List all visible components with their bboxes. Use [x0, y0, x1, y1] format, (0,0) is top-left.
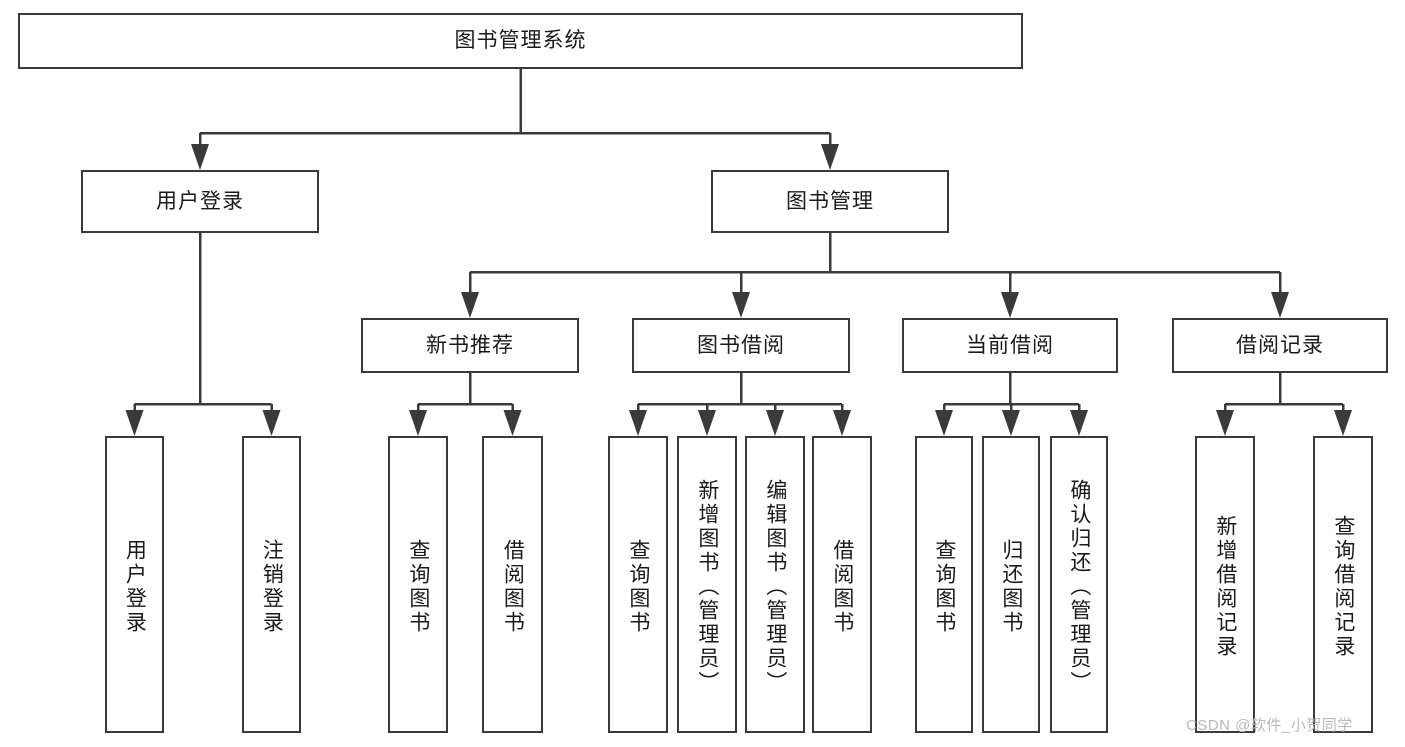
node-label: 编辑图书（管理员） — [763, 478, 787, 695]
node-label: 查询图书 — [406, 538, 430, 635]
arrowhead-icon — [935, 410, 953, 436]
node-label: 新增图书（管理员） — [695, 478, 719, 695]
node-l_rc_add[interactable]: 新增借阅记录 — [1195, 436, 1255, 733]
arrowhead-icon — [125, 410, 144, 436]
node-l_bw_edit[interactable]: 编辑图书（管理员） — [745, 436, 805, 733]
node-l_cb_confirm[interactable]: 确认归还（管理员） — [1050, 436, 1108, 733]
node-l_bw_add[interactable]: 新增图书（管理员） — [677, 436, 737, 733]
node-label: 借阅图书 — [830, 538, 854, 635]
node-borrow[interactable]: 图书借阅 — [632, 318, 850, 373]
arrowhead-icon — [461, 292, 479, 318]
arrowhead-icon — [409, 410, 427, 436]
arrowhead-icon — [833, 410, 851, 436]
node-l_nb_query[interactable]: 查询图书 — [388, 436, 448, 733]
arrowhead-icon — [821, 144, 839, 170]
node-l_cb_return[interactable]: 归还图书 — [982, 436, 1040, 733]
arrowhead-icon — [1070, 410, 1088, 436]
node-label: 当前借阅 — [966, 333, 1054, 357]
node-label: 归还图书 — [999, 538, 1023, 635]
node-label: 确认归还（管理员） — [1067, 478, 1091, 695]
arrowhead-icon — [1002, 410, 1020, 436]
node-label: 查询图书 — [626, 538, 650, 635]
node-l_nb_borrow[interactable]: 借阅图书 — [482, 436, 543, 733]
node-l_userlogin[interactable]: 用户登录 — [105, 436, 164, 733]
node-l_bw_query[interactable]: 查询图书 — [608, 436, 668, 733]
node-l_rc_query[interactable]: 查询借阅记录 — [1313, 436, 1373, 733]
arrowhead-icon — [503, 410, 522, 436]
node-label: 新书推荐 — [426, 333, 514, 357]
arrowhead-icon — [1216, 410, 1234, 436]
watermark: CSDN @软件_小贺同学 — [1186, 717, 1353, 734]
node-label: 图书管理 — [786, 189, 874, 213]
node-label: 查询图书 — [932, 538, 956, 635]
node-l_logout[interactable]: 注销登录 — [242, 436, 301, 733]
arrowhead-icon — [1271, 292, 1289, 318]
node-label: 查询借阅记录 — [1331, 514, 1355, 659]
arrowhead-icon — [262, 410, 281, 436]
node-label: 图书管理系统 — [454, 29, 587, 53]
node-root[interactable]: 图书管理系统 — [18, 13, 1023, 69]
node-label: 注销登录 — [260, 538, 284, 635]
node-label: 用户登录 — [156, 189, 244, 213]
node-label: 新增借阅记录 — [1213, 514, 1237, 659]
node-newbook[interactable]: 新书推荐 — [361, 318, 579, 373]
node-l_cb_query[interactable]: 查询图书 — [915, 436, 973, 733]
node-label: 用户登录 — [123, 538, 147, 635]
arrowhead-icon — [766, 410, 784, 436]
node-login[interactable]: 用户登录 — [81, 170, 319, 233]
arrowhead-icon — [698, 410, 716, 436]
node-label: 借阅记录 — [1236, 333, 1324, 357]
node-label: 图书借阅 — [697, 333, 785, 357]
node-label: 借阅图书 — [501, 538, 525, 635]
arrowhead-icon — [1334, 410, 1352, 436]
arrowhead-icon — [191, 144, 209, 170]
node-current[interactable]: 当前借阅 — [902, 318, 1118, 373]
arrowhead-icon — [732, 292, 750, 318]
arrowhead-icon — [629, 410, 647, 436]
node-records[interactable]: 借阅记录 — [1172, 318, 1388, 373]
node-bookmgmt[interactable]: 图书管理 — [711, 170, 949, 233]
node-l_bw_borrow[interactable]: 借阅图书 — [812, 436, 872, 733]
arrowhead-icon — [1001, 292, 1019, 318]
